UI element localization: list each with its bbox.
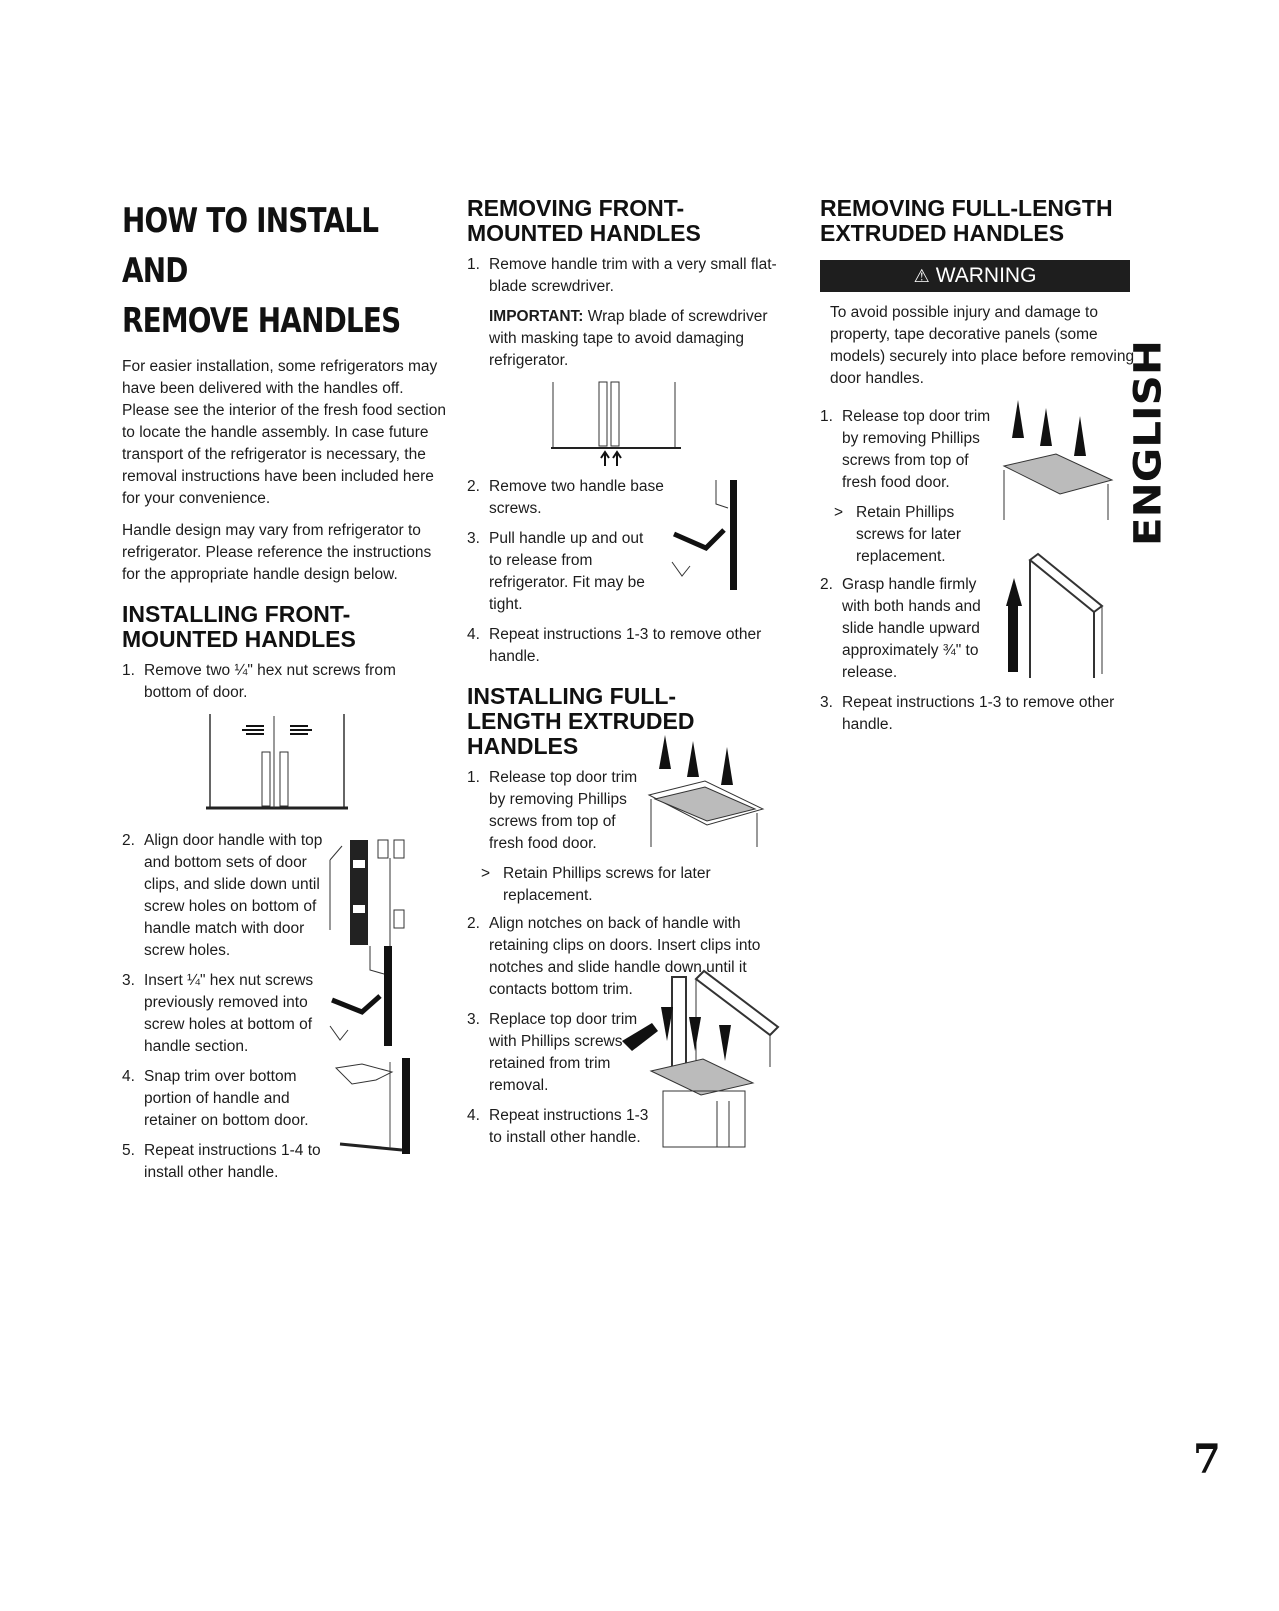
install-front-step-4: 4. Snap trim over bottom portion of hand…	[122, 1068, 309, 1129]
language-tab: ENGLISH	[1125, 340, 1170, 547]
remove-front-step-1: 1. Remove handle trim with a very small …	[467, 256, 777, 295]
illustration-replace-top-trim	[649, 1007, 755, 1148]
remove-extruded-step-3: 3. Repeat instructions 1-3 to remove oth…	[820, 694, 1115, 733]
column-remove-extruded: REMOVING FULL-LENGTH EXTRUDED HANDLES ⚠ …	[820, 196, 1145, 744]
remove-front-step-3: 3. Pull handle up and out to release fro…	[467, 530, 645, 613]
remove-extruded-step-2: 2. Grasp handle firmly with both hands a…	[820, 576, 981, 681]
remove-extruded-sub-note: > Retain Phillips screws for later repla…	[834, 504, 962, 565]
illustration-top-trim-release	[647, 735, 765, 847]
install-front-step-3: 3. Insert ¼" hex nut screws previously r…	[122, 972, 314, 1055]
illustration-handle-trim	[551, 381, 681, 466]
illustration-door-clips	[329, 839, 405, 948]
warning-banner: ⚠ WARNING	[820, 260, 1130, 292]
intro-paragraph-1: For easier installation, some refrigerat…	[122, 358, 446, 507]
install-extruded-step-2: 2. Align notches on back of handle with …	[467, 915, 761, 998]
section-title-removing-front: REMOVING FRONT- MOUNTED HANDLES	[467, 195, 701, 246]
section-title-removing-extruded: REMOVING FULL-LENGTH EXTRUDED HANDLES	[820, 195, 1113, 246]
illustration-top-trim-remove	[1002, 400, 1114, 520]
warning-text: To avoid possible injury and damage to p…	[830, 304, 1135, 387]
install-extruded-sub-note: > Retain Phillips screws for later repla…	[481, 865, 711, 904]
illustration-door-bottom-screws	[206, 714, 348, 810]
illustration-slide-handle-up	[1006, 552, 1104, 678]
install-extruded-step-4: 4. Repeat instructions 1-3 to install ot…	[467, 1107, 649, 1146]
remove-extruded-step-1: 1. Release top door trim by removing Phi…	[820, 408, 991, 491]
install-front-step-2: 2. Align door handle with top and bottom…	[122, 832, 323, 959]
page-number: 7	[1193, 1436, 1221, 1483]
illustration-snap-trim	[334, 1058, 410, 1154]
install-extruded-step-3: 3. Replace top door trim with Phillips s…	[467, 1011, 638, 1094]
install-front-step-5: 5. Repeat instructions 1-4 to install ot…	[122, 1142, 321, 1181]
remove-front-step-2: 2. Remove two handle base screws.	[467, 478, 664, 517]
install-extruded-step-1: 1. Release top door trim by removing Phi…	[467, 769, 638, 852]
install-front-step-1: 1. Remove two ¼" hex nut screws from bot…	[122, 662, 396, 701]
section-title-installing-extruded: INSTALLING FULL- LENGTH EXTRUDED HANDLES	[467, 683, 695, 759]
important-note: IMPORTANT: Wrap blade of screwdriver wit…	[489, 308, 768, 369]
illustration-pull-handle	[671, 480, 737, 590]
remove-front-step-4: 4. Repeat instructions 1-3 to remove oth…	[467, 626, 762, 665]
column-remove-front: REMOVING FRONT- MOUNTED HANDLES 1. Remov…	[467, 196, 792, 1157]
page-title: HOW TO INSTALL AND REMOVE HANDLES	[122, 201, 401, 341]
section-title-installing-front: INSTALLING FRONT- MOUNTED HANDLES	[122, 601, 356, 652]
illustration-screwdriver-handle	[329, 946, 392, 1046]
column-install-front: HOW TO INSTALL AND REMOVE HANDLES For ea…	[122, 196, 447, 1192]
warning-triangle-icon: ⚠	[913, 265, 930, 286]
intro-paragraph-2: Handle design may vary from refrigerator…	[122, 522, 432, 583]
